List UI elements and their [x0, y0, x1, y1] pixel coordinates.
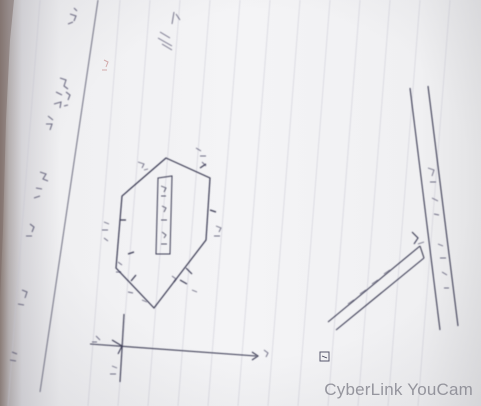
- red-mark: [102, 59, 109, 71]
- right-figure: [327, 85, 459, 331]
- hexagon: [115, 157, 211, 309]
- label-handwriting: [160, 185, 167, 245]
- right-labels: [347, 167, 449, 305]
- ruled-lines: [7, 0, 451, 406]
- axis-labels: [92, 335, 269, 375]
- top-annotations: [157, 11, 181, 51]
- axis-cross: [89, 313, 259, 383]
- margin-line: [39, 0, 99, 393]
- page-edge-shadow: [0, 0, 14, 300]
- hexagon-labels: [102, 147, 222, 303]
- hexagon-figure: [115, 157, 217, 309]
- header-handwriting: [9, 7, 78, 362]
- webcam-watermark: CyberLink YouCam: [324, 380, 473, 399]
- label-box: [155, 175, 173, 255]
- small-box-mark: [319, 351, 330, 362]
